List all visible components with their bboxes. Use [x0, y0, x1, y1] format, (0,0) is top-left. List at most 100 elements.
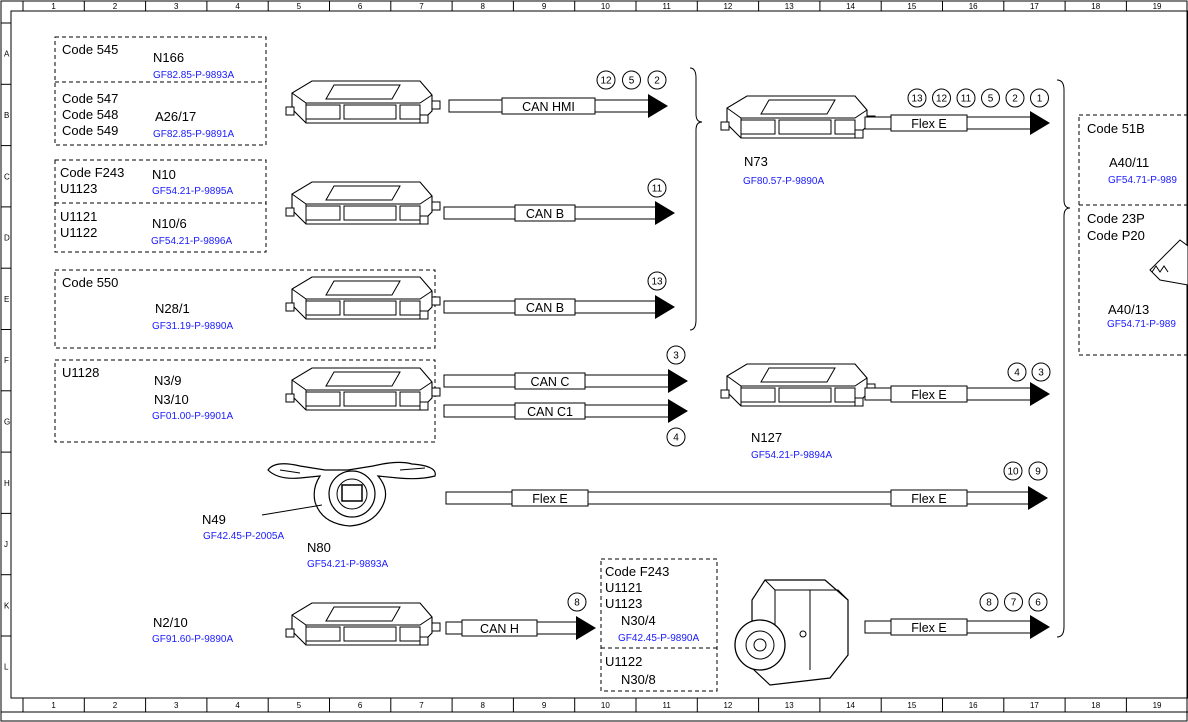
grid-row-label: K: [4, 601, 10, 610]
n30-u1121: U1121: [605, 580, 642, 595]
connection-marker: 3: [666, 345, 686, 365]
group-n73: N73 GF80.57-P-9890A: [743, 154, 824, 187]
group-code51b: Code 51B A40/11 GF54.71-P-989: [1087, 121, 1177, 186]
n127-label: N127: [751, 430, 782, 445]
u1121-label: U1121: [60, 209, 97, 224]
connection-marker: 11: [956, 88, 976, 108]
code-550-label: Code 550: [62, 275, 118, 290]
arrowhead-icon: [668, 399, 688, 423]
svg-text:11: 11: [652, 184, 663, 195]
grid-col-label: 7: [419, 701, 424, 710]
grid-row-label: C: [4, 172, 10, 181]
control-unit-icon-n127: [720, 363, 876, 407]
grid-col-label: 15: [907, 2, 916, 11]
connection-marker: 1: [1030, 88, 1049, 108]
group-n49: N49 GF42.45-P-2005A N80 GF54.21-P-9893A: [202, 512, 388, 570]
group-n2-10: N2/10 GF91.60-P-9890A: [152, 615, 233, 645]
code-51b-label: Code 51B: [1087, 121, 1145, 136]
u1128-label: U1128: [62, 365, 99, 380]
svg-text:6: 6: [1035, 598, 1041, 609]
n2-10-label: N2/10: [153, 615, 188, 630]
group-u1121: U1121 U1122 N10/6 GF54.21-P-9896A: [60, 209, 232, 247]
grid-col-label: 11: [662, 701, 671, 710]
n80-ref: GF54.21-P-9893A: [307, 559, 388, 570]
grid-row-label: A: [4, 50, 10, 59]
u1122-label: U1122: [60, 225, 97, 240]
code-23p-label: Code 23P: [1087, 211, 1145, 226]
grid-col-label: 1: [51, 701, 56, 710]
connection-marker: 13: [907, 88, 927, 108]
n30-4-label: N30/4: [621, 613, 656, 628]
grid-row-label: G: [4, 417, 10, 426]
svg-text:9: 9: [1035, 467, 1041, 478]
svg-text:2: 2: [1012, 94, 1018, 105]
hydraulic-unit-icon: [734, 579, 849, 686]
grid-row-label: J: [4, 540, 8, 549]
n28-1-ref: GF31.19-P-9890A: [152, 321, 233, 332]
bus-label: CAN H: [480, 622, 519, 636]
svg-text:2: 2: [654, 76, 660, 87]
connection-marker: 5: [981, 88, 1000, 108]
n30-u1123: U1123: [605, 596, 642, 611]
code-p20-label: Code P20: [1087, 228, 1145, 243]
n127-ref: GF54.21-P-9894A: [751, 450, 832, 461]
display-unit-icon: [1149, 239, 1188, 286]
a40-13-label: A40/13: [1108, 302, 1149, 317]
group-code545: Code 545 N166 GF82.85-P-9893A: [62, 42, 234, 81]
grid-col-label: 14: [846, 2, 855, 11]
n10-6-label: N10/6: [152, 216, 187, 231]
n49-ref: GF42.45-P-2005A: [203, 531, 284, 542]
n73-label: N73: [744, 154, 768, 169]
a26-17-label: A26/17: [155, 109, 196, 124]
bus-label: Flex E: [911, 117, 946, 131]
grid-row-label: F: [4, 356, 9, 365]
code-f243-box: [54, 159, 267, 253]
grid-col-label: 5: [297, 701, 302, 710]
arrowhead-icon: [1030, 615, 1050, 639]
bus-label: CAN C: [531, 375, 570, 389]
bus-label: Flex E: [911, 492, 946, 506]
a40-11-label: A40/11: [1109, 155, 1149, 170]
brace-upper: [689, 67, 703, 331]
connection-marker: 6: [1028, 592, 1048, 612]
svg-text:11: 11: [961, 94, 972, 105]
connection-marker: 4: [666, 427, 686, 447]
n49-label: N49: [202, 512, 226, 527]
grid-col-label: 5: [297, 2, 302, 11]
svg-text:1: 1: [1037, 94, 1043, 105]
brace-right: [1056, 79, 1071, 638]
connection-marker: 8: [979, 592, 999, 612]
a40-13-ref: GF54.71-P-989: [1107, 319, 1176, 330]
n3-9-label: N3/9: [154, 373, 181, 388]
n30-u1122: U1122: [605, 654, 642, 669]
grid-col-label: 12: [723, 2, 732, 11]
arrowhead-icon: [655, 201, 675, 225]
group-code-f243: Code F243 U1123 N10 GF54.21-P-9895A: [60, 165, 233, 197]
grid-col-label: 17: [1030, 2, 1039, 11]
n10-6-ref: GF54.21-P-9896A: [151, 236, 232, 247]
grid-col-label: 6: [358, 2, 363, 11]
grid-col-label: 3: [174, 2, 179, 11]
group-n30: Code F243 U1121 U1123 N30/4 GF42.45-P-98…: [605, 564, 699, 687]
svg-text:8: 8: [986, 598, 992, 609]
n80-label: N80: [307, 540, 331, 555]
n2-10-ref: GF91.60-P-9890A: [152, 634, 233, 645]
control-unit-icon-n28-1: [285, 276, 441, 320]
grid-col-label: 2: [113, 701, 118, 710]
grid-col-label: 11: [662, 2, 671, 11]
connection-marker: 8: [567, 592, 587, 612]
svg-text:4: 4: [673, 433, 679, 444]
arrowhead-icon: [648, 94, 668, 118]
svg-text:5: 5: [988, 94, 994, 105]
grid-col-label: 9: [542, 2, 547, 11]
bus-label: Flex E: [911, 388, 946, 402]
a40-11-ref: GF54.71-P-989: [1108, 175, 1177, 186]
grid-row-label: E: [4, 295, 9, 304]
connection-marker: 10: [1003, 461, 1023, 481]
group-n127: N127 GF54.21-P-9894A: [751, 430, 832, 461]
code-545-label: Code 545: [62, 42, 118, 57]
bus-label: CAN C1: [527, 405, 573, 419]
grid-col-label: 16: [969, 701, 978, 710]
grid-col-label: 19: [1153, 701, 1162, 710]
